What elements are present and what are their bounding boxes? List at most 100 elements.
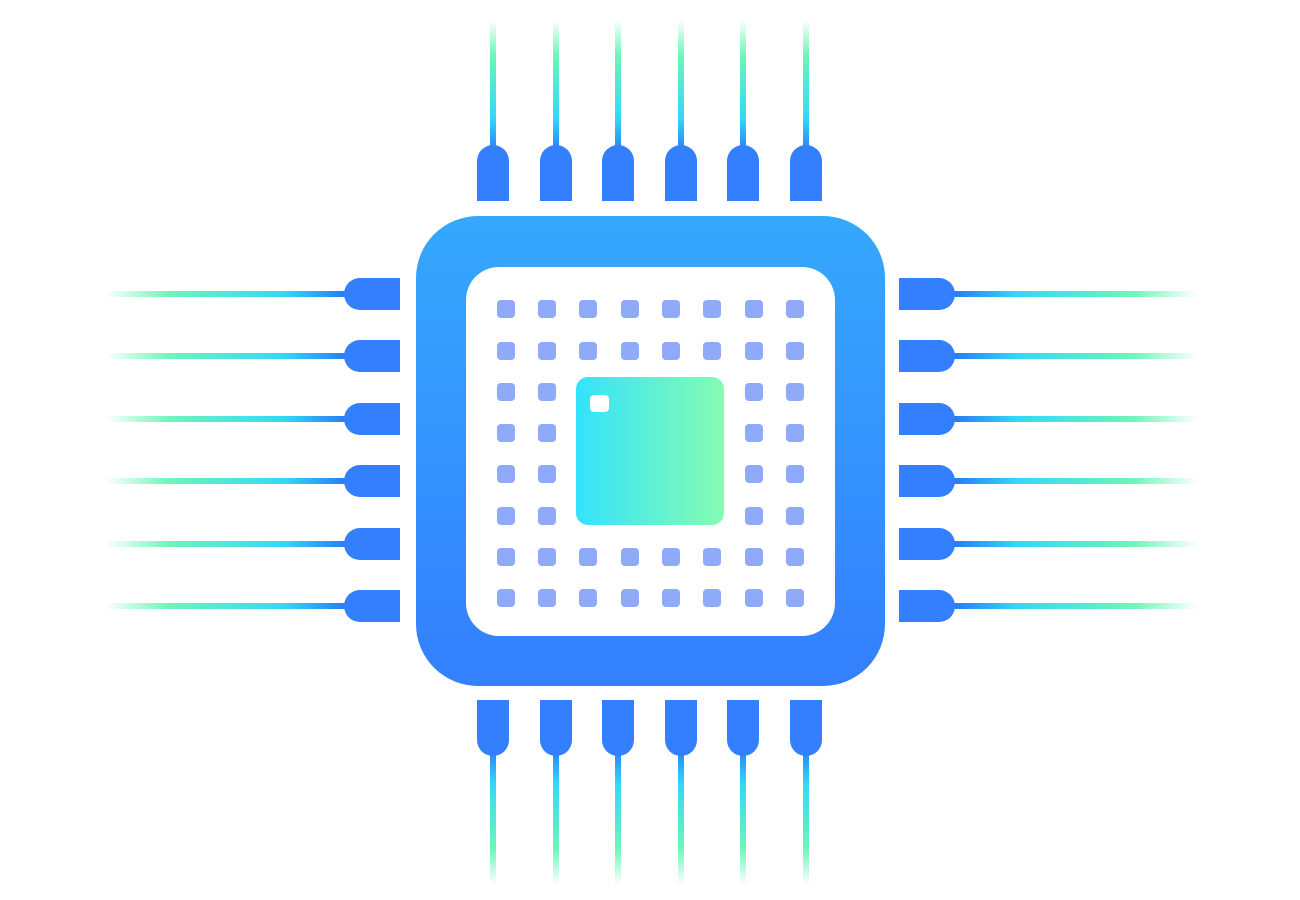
trace-left xyxy=(105,416,360,422)
contact-pad xyxy=(786,548,804,566)
contact-pad xyxy=(497,507,515,525)
trace-top xyxy=(490,20,496,160)
chip-die xyxy=(576,377,724,525)
contact-pad xyxy=(745,589,763,607)
contact-pad xyxy=(538,342,556,360)
contact-pad xyxy=(497,342,515,360)
contact-pad xyxy=(786,465,804,483)
trace-right xyxy=(940,478,1198,484)
pin-top xyxy=(790,145,822,201)
contact-pad xyxy=(579,548,597,566)
contact-pad xyxy=(621,589,639,607)
contact-pad xyxy=(497,300,515,318)
contact-pad xyxy=(621,548,639,566)
trace-left xyxy=(105,291,360,297)
trace-bottom xyxy=(678,740,684,885)
contact-pad xyxy=(745,465,763,483)
contact-pad xyxy=(538,589,556,607)
trace-left xyxy=(105,603,360,609)
contact-pad xyxy=(703,342,721,360)
contact-pad xyxy=(538,507,556,525)
contact-pad xyxy=(745,424,763,442)
pin-bottom xyxy=(665,700,697,756)
contact-pad xyxy=(703,300,721,318)
pin-right xyxy=(899,590,955,622)
contact-pad xyxy=(497,589,515,607)
contact-pad xyxy=(662,589,680,607)
pin-right xyxy=(899,340,955,372)
contact-pad xyxy=(579,300,597,318)
pin-top xyxy=(477,145,509,201)
contact-pad xyxy=(621,342,639,360)
contact-pad xyxy=(497,465,515,483)
die-marker xyxy=(590,395,609,412)
trace-right xyxy=(940,541,1198,547)
trace-right xyxy=(940,353,1198,359)
contact-pad xyxy=(662,548,680,566)
trace-top xyxy=(553,20,559,160)
contact-pad xyxy=(662,342,680,360)
contact-pad xyxy=(703,548,721,566)
contact-pad xyxy=(538,548,556,566)
contact-pad xyxy=(786,383,804,401)
trace-bottom xyxy=(803,740,809,885)
pin-bottom xyxy=(727,700,759,756)
pin-bottom xyxy=(540,700,572,756)
pin-bottom xyxy=(477,700,509,756)
pin-right xyxy=(899,465,955,497)
contact-pad xyxy=(662,300,680,318)
trace-bottom xyxy=(740,740,746,885)
trace-bottom xyxy=(615,740,621,885)
pin-right xyxy=(899,278,955,310)
contact-pad xyxy=(703,589,721,607)
contact-pad xyxy=(497,383,515,401)
contact-pad xyxy=(745,383,763,401)
pin-right xyxy=(899,528,955,560)
trace-left xyxy=(105,541,360,547)
pin-bottom xyxy=(602,700,634,756)
trace-right xyxy=(940,291,1198,297)
pin-left xyxy=(344,590,400,622)
pin-bottom xyxy=(790,700,822,756)
contact-pad xyxy=(538,424,556,442)
contact-pad xyxy=(745,300,763,318)
contact-pad xyxy=(745,548,763,566)
trace-top xyxy=(678,20,684,160)
trace-top xyxy=(803,20,809,160)
contact-pad xyxy=(621,300,639,318)
pin-left xyxy=(344,465,400,497)
contact-pad xyxy=(786,507,804,525)
contact-pad xyxy=(497,548,515,566)
trace-left xyxy=(105,353,360,359)
trace-bottom xyxy=(490,740,496,885)
contact-pad xyxy=(579,342,597,360)
pin-top xyxy=(665,145,697,201)
contact-pad xyxy=(786,342,804,360)
contact-pad xyxy=(786,589,804,607)
trace-bottom xyxy=(553,740,559,885)
chip-pins xyxy=(344,145,955,756)
pin-left xyxy=(344,340,400,372)
trace-right xyxy=(940,603,1198,609)
contact-pad xyxy=(786,424,804,442)
contact-pad xyxy=(786,300,804,318)
contact-pad xyxy=(745,507,763,525)
pin-top xyxy=(540,145,572,201)
pin-traces xyxy=(105,20,1198,885)
pin-left xyxy=(344,403,400,435)
pin-left xyxy=(344,528,400,560)
contact-pad xyxy=(538,300,556,318)
contact-pad xyxy=(538,465,556,483)
contact-pad xyxy=(745,342,763,360)
trace-top xyxy=(615,20,621,160)
contact-pad xyxy=(497,424,515,442)
trace-top xyxy=(740,20,746,160)
trace-left xyxy=(105,478,360,484)
pin-top xyxy=(602,145,634,201)
pin-right xyxy=(899,403,955,435)
contact-pad xyxy=(538,383,556,401)
contact-pads xyxy=(497,300,804,607)
pin-left xyxy=(344,278,400,310)
